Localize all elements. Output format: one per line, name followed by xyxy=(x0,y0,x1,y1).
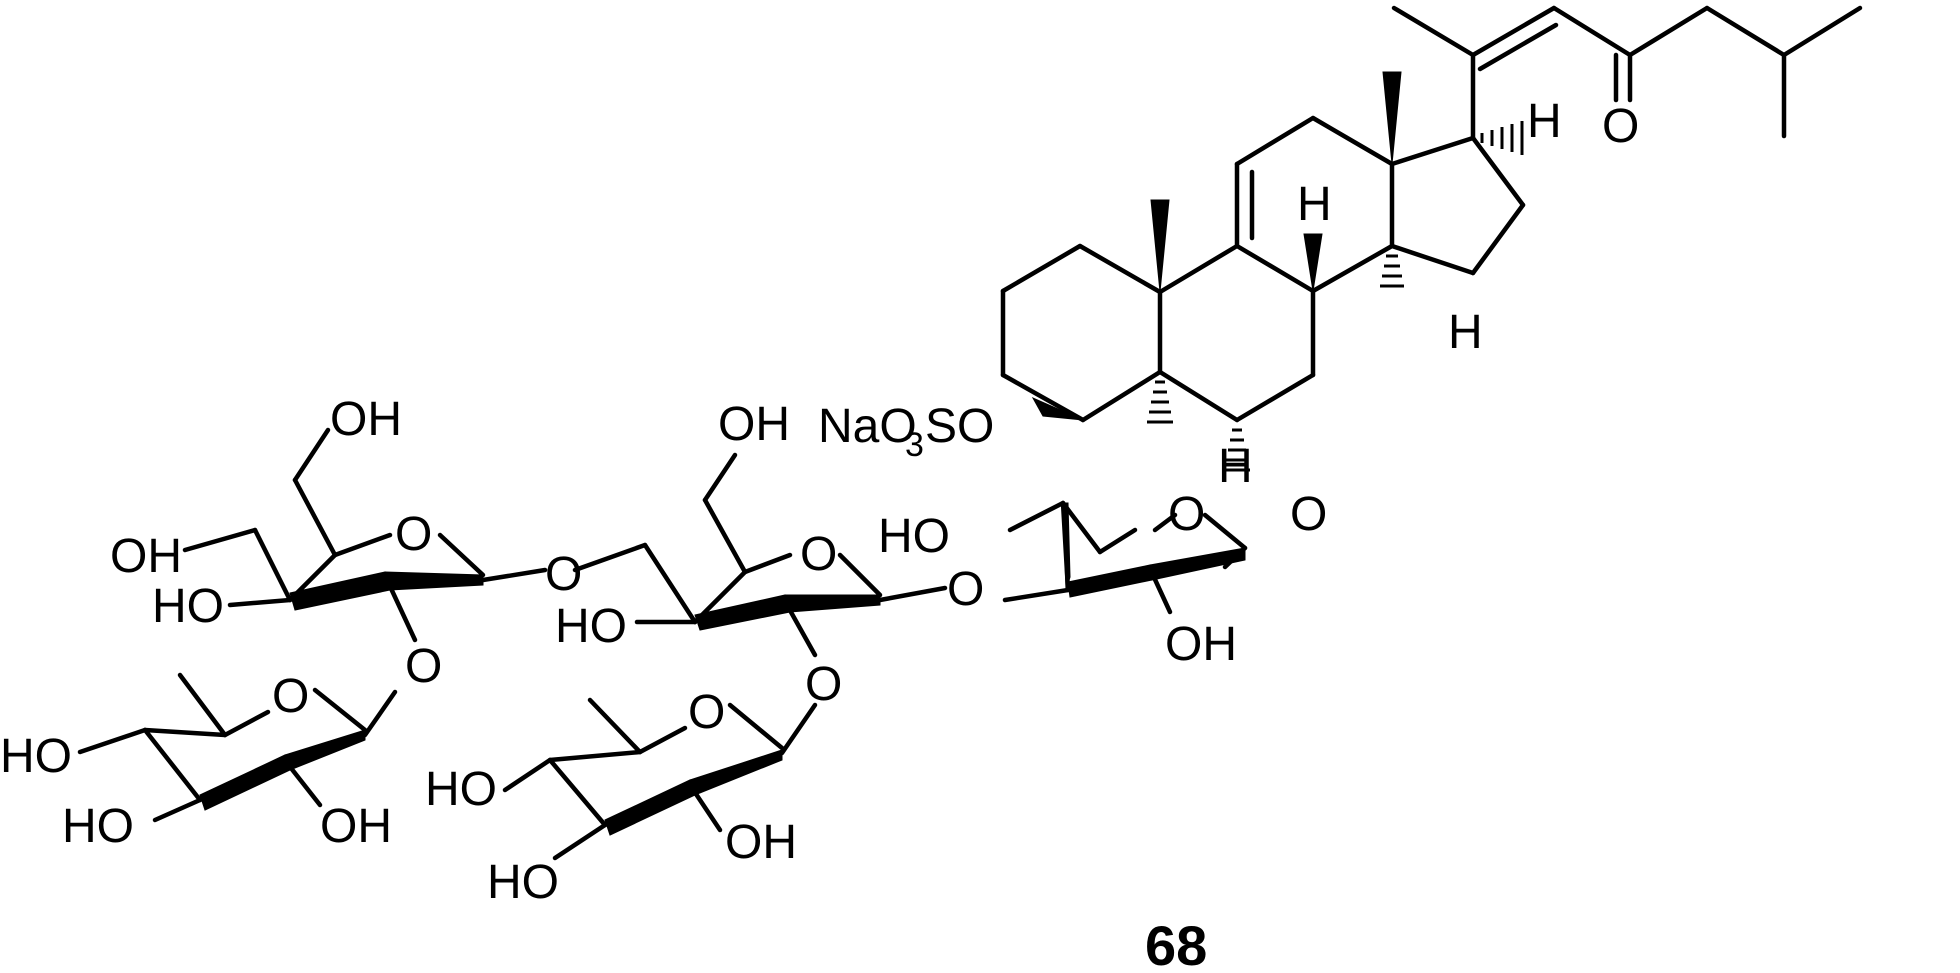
glc2-ring-o-label: O xyxy=(800,528,837,581)
h5-label: H xyxy=(1218,440,1253,493)
glc2-ch2oh-label: OH xyxy=(718,398,790,451)
sugar1-oh-label: OH xyxy=(1165,618,1237,671)
glc1-ring-o-label: O xyxy=(395,508,432,561)
glc1-ch2oh-label: OH xyxy=(330,393,402,446)
glc2-ho-label: HO xyxy=(555,600,627,653)
sugar1-link-o-label: O xyxy=(947,563,984,616)
glc1-ho-label: HO xyxy=(152,580,224,633)
compound-number: 68 xyxy=(1145,914,1207,973)
rha1-ho-top-label: HO xyxy=(0,730,72,783)
rha2-ho-bottom-label: HO xyxy=(487,856,559,909)
rha2-oh-label: OH xyxy=(725,816,797,869)
glc2-glyco-o-label: O xyxy=(545,548,582,601)
steroid-stereo-bonds xyxy=(1031,71,1524,472)
rha2-ring-o-label: O xyxy=(688,686,725,739)
steroid-bonds xyxy=(1000,5,1863,423)
sugar-1-bonds xyxy=(1002,500,1248,615)
sulfate-so-label: SO xyxy=(925,400,994,453)
rha1-ring-o-label: O xyxy=(272,670,309,723)
h8-label: H xyxy=(1297,178,1332,231)
rha1-bonds xyxy=(77,672,398,823)
rha1-ho-bottom-label: HO xyxy=(62,800,134,853)
rha1-oh-label: OH xyxy=(320,800,392,853)
h17-label: H xyxy=(1527,95,1562,148)
sugar1-ring-o-label: O xyxy=(1168,488,1205,541)
glc2-bonds xyxy=(572,452,948,658)
o6-link-label: O xyxy=(1290,488,1327,541)
sugar1-ho-label: HO xyxy=(878,510,950,563)
glc1-bonds xyxy=(182,427,548,643)
h14-label: H xyxy=(1448,306,1483,359)
sulfate-subscript-label: 3 xyxy=(905,426,924,464)
rha2-bonds xyxy=(502,697,818,861)
glc2-o2-label: O xyxy=(805,658,842,711)
ketone-oxygen-label: O xyxy=(1602,100,1639,153)
glc1-o2-label: O xyxy=(405,640,442,693)
glc1-oh-left-label: OH xyxy=(110,530,182,583)
sulfate-na-label: NaO xyxy=(818,400,917,453)
rha2-ho-top-label: HO xyxy=(425,763,497,816)
atom-labels: O H H H H NaO 3 SO O O HO O OH OH O HO O… xyxy=(0,95,1639,909)
